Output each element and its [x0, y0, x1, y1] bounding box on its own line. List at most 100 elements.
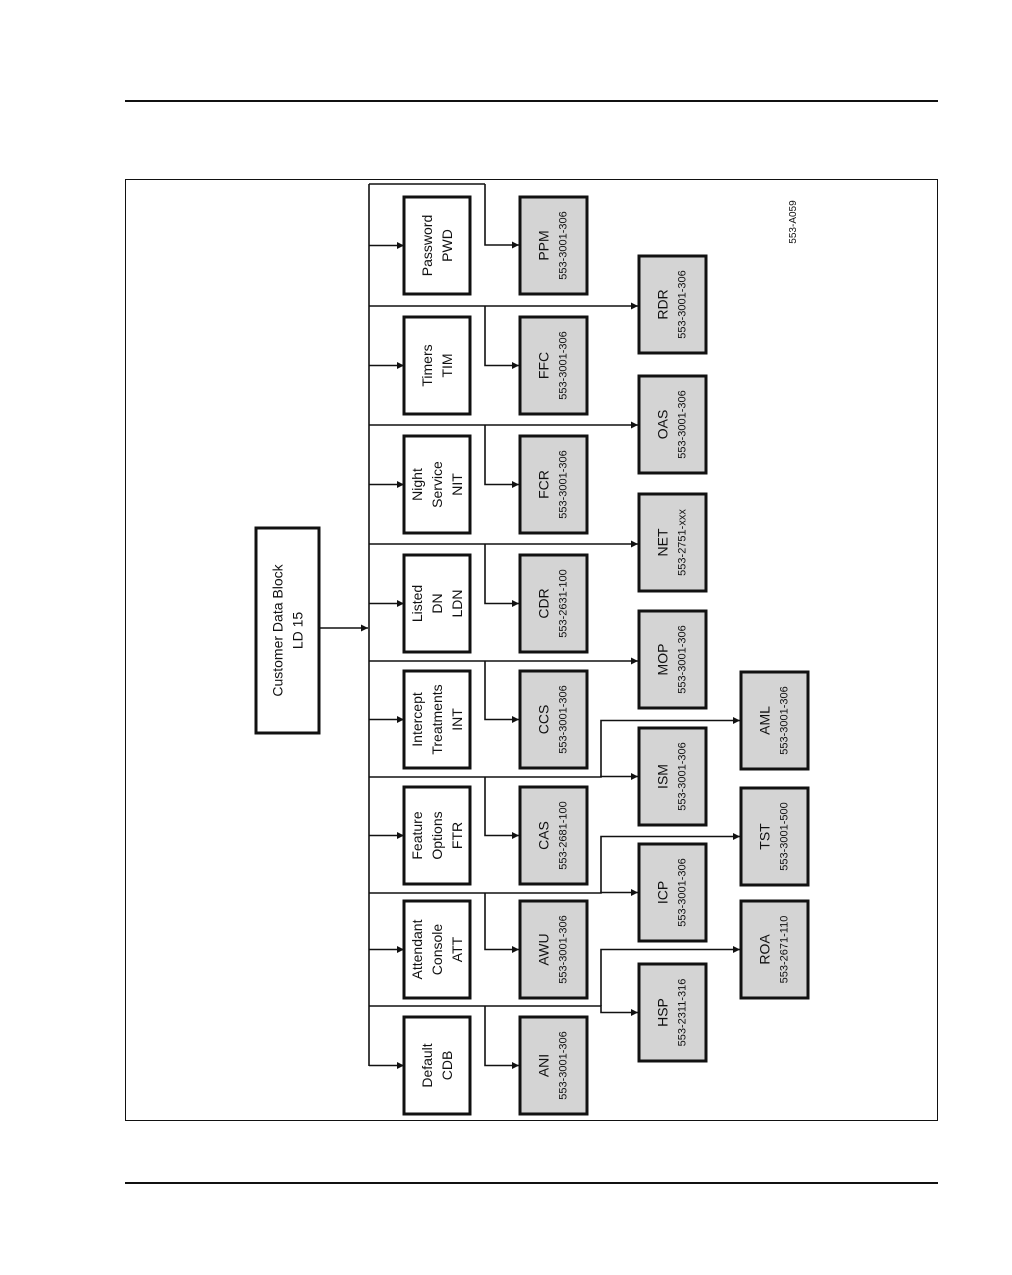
- box-feature-label-3: FTR: [449, 822, 465, 849]
- box-icp: ICP 553-3001-306: [637, 842, 708, 943]
- box-aml-frame: [739, 670, 810, 771]
- box-ppm-frame: [518, 195, 589, 296]
- arrow-to-ppm: [484, 184, 519, 249]
- box-net-frame: [637, 492, 708, 593]
- box-ani: ANI 553-3001-306: [518, 1015, 589, 1116]
- box-tst-frame: [739, 786, 810, 887]
- arrow-to-tst: [600, 833, 740, 893]
- box-ffc: FFC 553-3001-306: [518, 315, 589, 416]
- box-feature-label-1: Feature: [409, 811, 425, 859]
- box-ani-label-2: 553-3001-306: [558, 1031, 570, 1100]
- figure-id-label: 553-A059: [788, 200, 799, 244]
- box-aml-label-1: AML: [757, 706, 773, 735]
- box-attendant-frame: [402, 899, 472, 1000]
- arrow-to-fcr: [484, 425, 519, 488]
- box-cdr-frame: [518, 553, 589, 654]
- box-net-label-2: 553-2751-xxx: [677, 509, 689, 576]
- box-fcr-label-1: FCR: [536, 470, 552, 499]
- box-awu-label-2: 553-3001-306: [558, 915, 570, 984]
- box-icp-label-2: 553-3001-306: [677, 858, 689, 927]
- box-timers-label-1: Timers: [419, 344, 435, 386]
- box-awu-frame: [518, 899, 589, 1000]
- box-feature-frame: [402, 785, 472, 886]
- box-ani-label-1: ANI: [536, 1054, 552, 1077]
- arrow-to-cas: [484, 777, 519, 839]
- box-default-label-2: CDB: [439, 1051, 455, 1081]
- box-night-frame: [402, 434, 472, 535]
- box-listed-label-3: LDN: [449, 589, 465, 617]
- box-oas-frame: [637, 374, 708, 475]
- box-night-label-3: NIT: [449, 473, 465, 496]
- box-ccs-frame: [518, 669, 589, 770]
- box-oas-label-1: OAS: [655, 410, 671, 440]
- box-oas-label-2: 553-3001-306: [677, 390, 689, 459]
- box-mop-frame: [637, 609, 708, 710]
- box-ffc-label-2: 553-3001-306: [558, 331, 570, 400]
- box-mop-label-1: MOP: [655, 644, 671, 676]
- box-tst-label-1: TST: [757, 823, 773, 850]
- box-attendant-label-3: ATT: [449, 936, 465, 962]
- arrow-to-awu: [484, 893, 519, 953]
- box-rdr-label-1: RDR: [655, 289, 671, 319]
- box-night-label-2: Service: [429, 461, 445, 508]
- connector-lines: [319, 183, 740, 1069]
- box-fcr-frame: [518, 434, 589, 535]
- box-timers-label-2: TIM: [439, 353, 455, 377]
- box-listed-frame: [402, 553, 472, 654]
- box-aml-label-2: 553-3001-306: [779, 686, 791, 755]
- box-fcr-label-2: 553-3001-306: [558, 450, 570, 519]
- box-ffc-label-1: FFC: [536, 352, 552, 379]
- box-hsp-frame: [637, 962, 708, 1063]
- box-intercept-label-1: Intercept: [409, 692, 425, 747]
- arrow-to-ffc: [484, 306, 519, 369]
- box-attendant-label-1: Attendant: [409, 919, 425, 979]
- box-icp-frame: [637, 842, 708, 943]
- box-oas: OAS 553-3001-306: [637, 374, 708, 475]
- box-password-label-2: PWD: [439, 229, 455, 262]
- figure-frame: [125, 179, 938, 1121]
- box-customer-data-block-label-2: LD 15: [290, 612, 306, 650]
- box-roa-label-2: 553-2671-110: [779, 916, 791, 984]
- box-feature-label-2: Options: [429, 811, 445, 859]
- box-ffc-frame: [518, 315, 589, 416]
- box-customer-data-block-label-1: Customer Data Block: [270, 563, 286, 696]
- box-default-frame: [402, 1015, 472, 1116]
- box-ism-label-2: 553-3001-306: [677, 742, 689, 811]
- box-timers-frame: [402, 315, 472, 416]
- box-cas-frame: [518, 785, 589, 886]
- box-hsp-label-2: 553-2311-316: [677, 979, 689, 1047]
- box-tst-label-2: 553-3001-500: [779, 802, 791, 871]
- arrow-to-ccs: [484, 661, 519, 723]
- arrow-to-ani: [484, 1006, 519, 1069]
- box-hsp-label-1: HSP: [655, 998, 671, 1027]
- box-net-label-1: NET: [655, 528, 671, 556]
- box-aml: AML 553-3001-306: [739, 670, 810, 771]
- box-ppm-label-1: PPM: [536, 230, 552, 260]
- box-ism-frame: [637, 726, 708, 827]
- arrow-to-roa: [600, 946, 740, 1006]
- box-password-frame: [402, 195, 472, 296]
- box-password-label-1: Password: [419, 215, 435, 276]
- box-ccs-label-2: 553-3001-306: [558, 685, 570, 754]
- box-fcr: FCR 553-3001-306: [518, 434, 589, 535]
- box-tst: TST 553-3001-500: [739, 786, 810, 887]
- box-listed-label-1: Listed: [409, 585, 425, 622]
- arrow-to-icp: [485, 889, 638, 896]
- box-default-label-1: Default: [419, 1043, 435, 1087]
- box-cdr-label-2: 553-2631-100: [558, 569, 570, 638]
- box-net: NET 553-2751-xxx: [637, 492, 708, 593]
- box-icp-label-1: ICP: [655, 881, 671, 904]
